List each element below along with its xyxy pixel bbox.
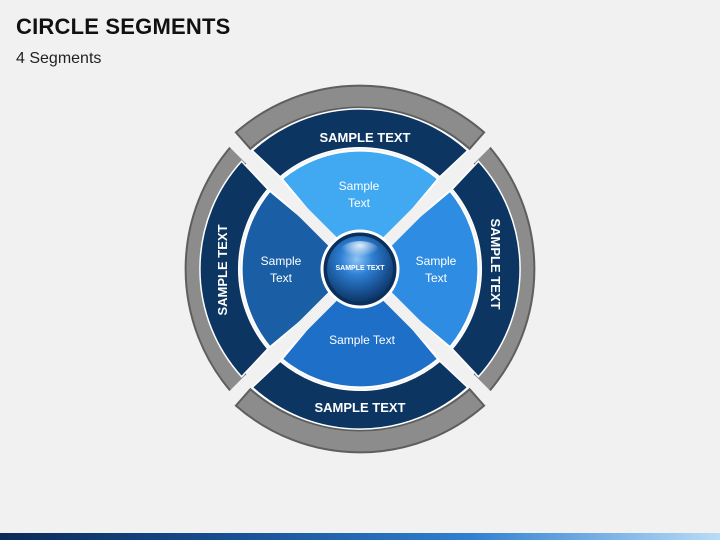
inner-label-left-line2: Text — [270, 271, 293, 285]
navy-segment-bottom — [251, 360, 469, 430]
inner-label-top-line2: Text — [348, 196, 371, 210]
navy-segment-right — [451, 160, 521, 378]
outer-label-top: SAMPLE TEXT — [319, 130, 410, 145]
inner-label-bottom: Sample Text — [329, 333, 395, 347]
center-circle-highlight — [340, 241, 380, 263]
page-subtitle: 4 Segments — [16, 50, 102, 67]
navy-segment-top — [251, 108, 469, 178]
footer-accent-bar — [0, 533, 720, 540]
inner-label-right-line2: Text — [425, 271, 448, 285]
outer-label-bottom: SAMPLE TEXT — [314, 400, 405, 415]
inner-label-left-line1: Sample — [261, 254, 302, 268]
outer-ring-segment-top — [234, 84, 486, 151]
outer-label-right: SAMPLE TEXT — [488, 218, 503, 309]
navy-segment-left — [199, 160, 269, 378]
center-label: SAMPLE TEXT — [335, 265, 385, 272]
outer-ring-segment-bottom — [234, 387, 486, 454]
outer-label-left: SAMPLE TEXT — [215, 224, 230, 315]
page-title: CIRCLE SEGMENTS — [16, 14, 231, 39]
inner-label-right-line1: Sample — [416, 254, 457, 268]
inner-label-top-line1: Sample — [339, 179, 380, 193]
